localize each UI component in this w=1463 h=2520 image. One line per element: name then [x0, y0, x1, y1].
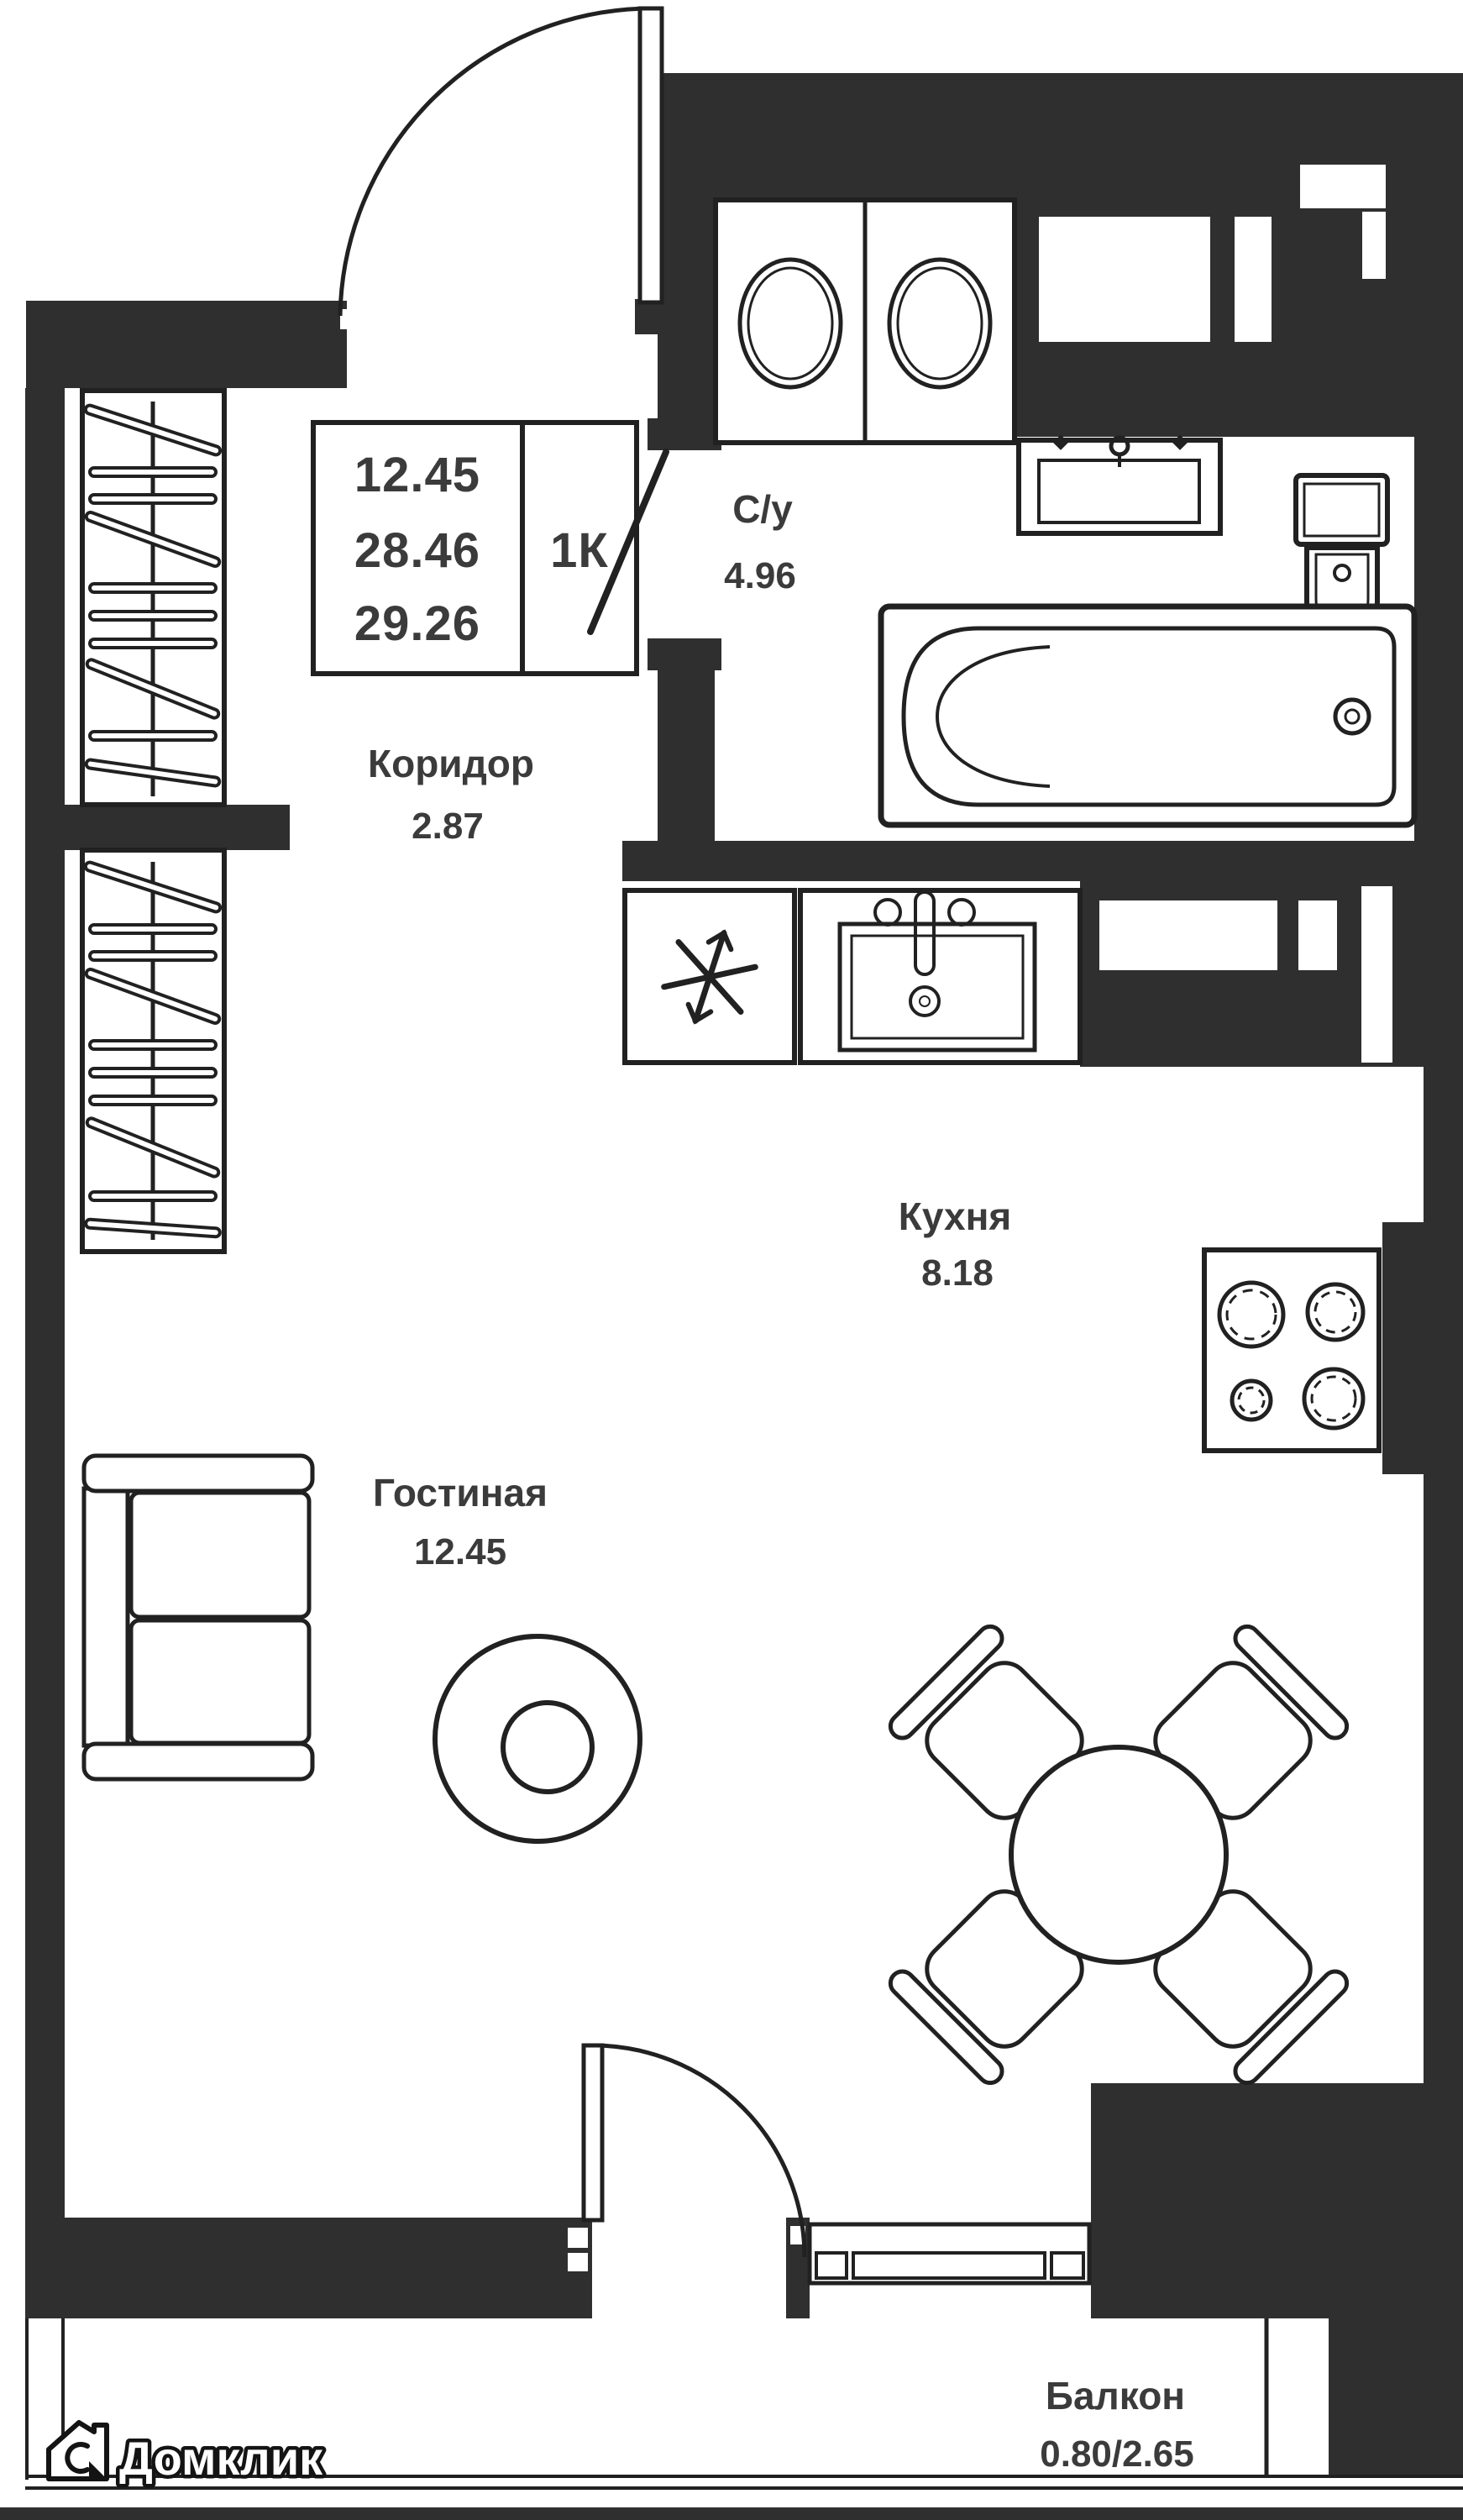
stove-icon [1202, 1247, 1382, 1453]
info-living-area: 12.45 [354, 448, 480, 502]
corridor-area: 2.87 [412, 806, 484, 847]
washing-machines-icon [713, 197, 1017, 445]
info-total-area-balcony: 29.26 [354, 596, 480, 651]
entry-door-icon [338, 6, 664, 317]
balcony-door-icon [581, 2043, 807, 2258]
bathroom-door-icon [587, 449, 669, 635]
domclick-logo: Домклик [46, 2420, 328, 2489]
wall-niches [340, 165, 1392, 2271]
domclick-house-icon [46, 2420, 109, 2481]
fridge-icon [622, 888, 797, 1065]
info-total-area: 28.46 [354, 523, 480, 578]
wardrobe-bottom-icon [80, 848, 227, 1254]
bathroom-sink-icon [1016, 434, 1223, 536]
snowflake-icon [661, 929, 758, 1025]
walls [0, 73, 1463, 2520]
sofa-icon [81, 1453, 315, 1782]
dining-table-icon [1009, 1745, 1229, 1965]
kitchen-label: Кухня [899, 1194, 1011, 1238]
dining-set-icon [888, 1624, 1350, 2086]
wardrobe-top-icon [80, 388, 227, 807]
ottoman-icon [433, 1634, 642, 1844]
kitchen-area: 8.18 [921, 1252, 994, 1294]
balcony-area: 0.80/2.65 [1040, 2433, 1194, 2475]
domclick-logo-text: Домклик [119, 2432, 323, 2485]
kitchen-sink-icon [798, 888, 1083, 1065]
info-apartment-type: 1К [550, 523, 609, 578]
bathroom-area: 4.96 [724, 555, 796, 596]
corridor-label: Коридор [368, 742, 534, 785]
room-labels: С/у 4.96 Коридор 2.87 Кухня 8.18 Гостина… [368, 487, 1194, 2475]
info-box: 12.45 28.46 29.26 1К [311, 420, 639, 676]
living-room-window-icon [807, 2222, 1092, 2286]
bathroom-label: С/у [732, 487, 793, 531]
living-area: 12.45 [414, 1531, 506, 1572]
balcony-label: Балкон [1046, 2374, 1185, 2418]
living-label: Гостиная [373, 1471, 548, 1515]
bathtub-icon [878, 603, 1418, 828]
